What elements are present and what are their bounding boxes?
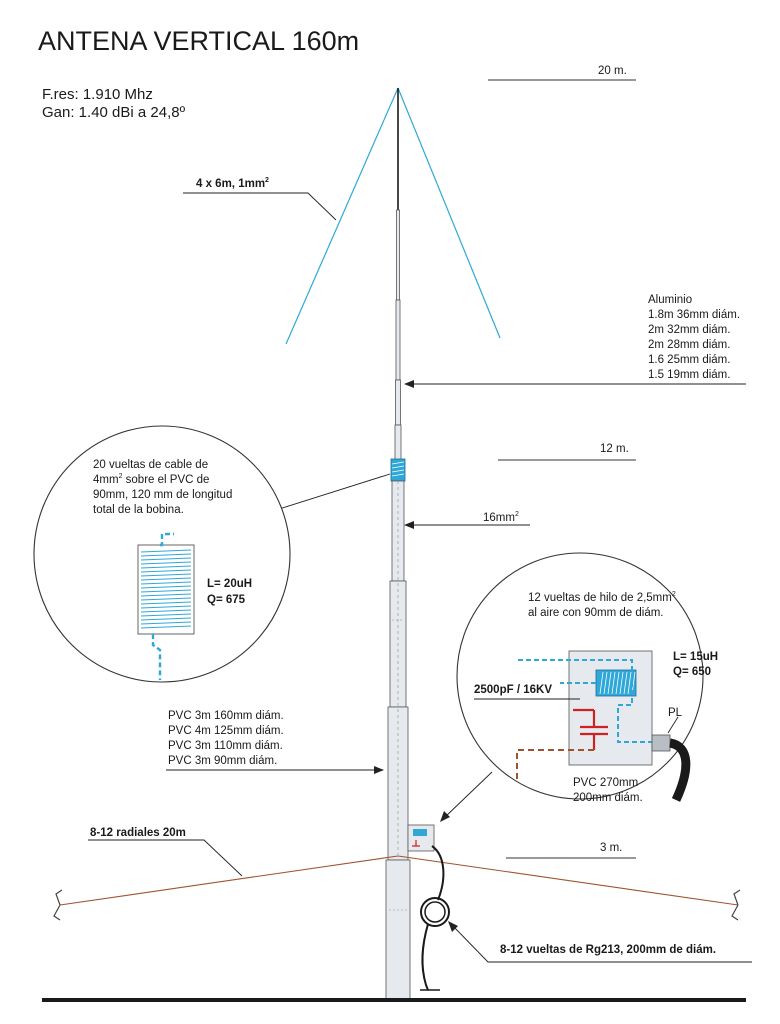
height-low-label: 3 m. [600, 842, 622, 854]
enclosure-text: 200mm diám. [573, 792, 643, 804]
base-coil-text: al aire con 90mm de diám. [528, 607, 664, 619]
top-coil-text: 90mm, 120 mm de longitud [93, 489, 232, 501]
base-coil-inductance: L= 15uH [673, 651, 718, 663]
wire-16mm-callout: 16mm2 [404, 511, 530, 529]
mast-base-box [407, 824, 435, 852]
radial-left-anchor [53, 889, 63, 921]
guy-wire-label: 4 x 6m, 1mm [196, 178, 265, 190]
pvc-section: PVC 3m 90mm diám. [168, 755, 277, 767]
radial-left [59, 855, 399, 906]
svg-text:4 x 6m, 1mm2: 4 x 6m, 1mm2 [196, 177, 269, 190]
antenna-gain: Gan: 1.40 dBi a 24,8º [42, 104, 186, 121]
capacitor-label: 2500pF / 16KV [474, 684, 552, 696]
enclosure-text: PVC 270mm [573, 777, 638, 789]
ground-lead [516, 749, 594, 782]
aluminium-callout: Aluminio 1.8m 36mm diám. 2m 32mm diám. 2… [404, 294, 746, 388]
diagram-title: ANTENA VERTICAL 160m [38, 26, 359, 56]
radial-right-anchor [731, 889, 741, 921]
aluminium-section: 1.6 25mm diám. [648, 354, 730, 366]
pvc-section: PVC 3m 110mm diám. [168, 740, 283, 752]
top-coil-text: 20 vueltas de cable de [93, 459, 208, 471]
radials: 8-12 radiales 20m [53, 827, 741, 921]
coax-choke: 8-12 vueltas de Rg213, 200mm de diám. [420, 845, 752, 991]
svg-text:16mm2: 16mm2 [483, 511, 519, 524]
base-coil-text: 12 vueltas de hilo de 2,5mm [528, 592, 672, 604]
height-mid-label: 12 m. [600, 443, 629, 455]
base-coil-q: Q= 650 [673, 666, 711, 678]
guy-wire-right [397, 87, 501, 339]
guy-wire-left [285, 87, 399, 345]
wire-16mm-label: 16mm [483, 512, 515, 524]
height-marker-low: 3 m. [506, 842, 636, 859]
resonant-frequency: F.res: 1.910 Mhz [42, 86, 153, 103]
top-coil-inductance: L= 20uH [207, 578, 252, 590]
aluminium-section: 2m 32mm diám. [648, 324, 730, 336]
pl-connector [651, 734, 671, 752]
top-coil-text: total de la bobina. [93, 504, 184, 516]
base-coil-detail: 12 vueltas de hilo de 2,5mm2 al aire con… [440, 552, 718, 822]
height-marker-mid: 12 m. [498, 443, 636, 461]
height-top-label: 20 m. [598, 65, 627, 77]
base-capacitor [580, 710, 608, 750]
pvc-section: PVC 4m 125mm diám. [168, 725, 284, 737]
radial-right [397, 855, 739, 906]
top-coil-text: 4mm [93, 474, 119, 486]
guy-wire-callout: 4 x 6m, 1mm2 [183, 177, 337, 221]
base-enclosure [568, 650, 653, 766]
aluminium-section: 2m 28mm diám. [648, 339, 730, 351]
aluminium-section: 1.5 19mm diám. [648, 369, 730, 381]
aluminium-header: Aluminio [648, 294, 692, 306]
aluminium-section: 1.8m 36mm diám. [648, 309, 740, 321]
height-marker-top: 20 m. [488, 65, 636, 81]
mast-aluminium [394, 88, 402, 461]
top-coil-q: Q= 675 [207, 594, 246, 606]
top-coil-detail: 20 vueltas de cable de 4mm2 sobre el PVC… [33, 425, 391, 683]
svg-text:4mm2 sobre el PVC de: 4mm2 sobre el PVC de [93, 473, 209, 486]
svg-text:12 vueltas de hilo de 2,5mm2: 12 vueltas de hilo de 2,5mm2 [528, 591, 676, 604]
connector-label: PL [668, 707, 683, 719]
choke-label: 8-12 vueltas de Rg213, 200mm de diám. [500, 944, 716, 956]
pvc-section: PVC 3m 160mm diám. [168, 710, 284, 722]
radials-label: 8-12 radiales 20m [90, 827, 186, 839]
pvc-callout: PVC 3m 160mm diám. PVC 4m 125mm diám. PV… [166, 710, 384, 774]
top-coil-windings [140, 549, 192, 629]
coax-cable [668, 738, 691, 802]
